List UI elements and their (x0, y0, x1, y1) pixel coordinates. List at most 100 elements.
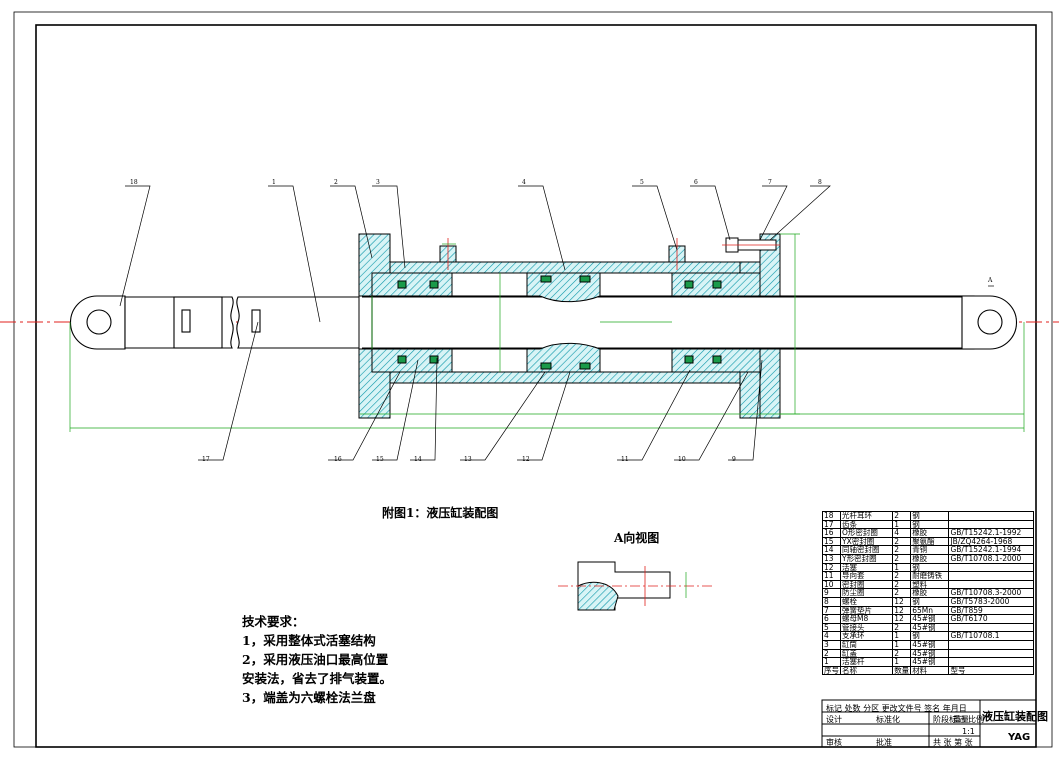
parts-cell-qty: 2 (892, 588, 912, 598)
parts-cell-no: 2 (822, 648, 841, 659)
parts-cell-no: 1 (822, 657, 841, 667)
dimension-lines (69, 233, 1025, 432)
parts-cell-no: 15 (822, 536, 841, 547)
left-rod-eye (69, 295, 126, 350)
view-caption: A向视图 (614, 531, 660, 545)
title-weight: 重量 (953, 715, 969, 724)
parts-cell-standard (948, 519, 1034, 530)
a-view (558, 561, 712, 611)
parts-cell-no: 3 (822, 639, 841, 650)
technical-requirements: 技术要求： 1，采用整体式活塞结构 2，采用液压油口最高位置 安装法，省去了排气… (242, 612, 392, 707)
piston (526, 272, 601, 373)
parts-cell-material: 钢 (910, 519, 950, 530)
parts-cell-name: 支承环 (839, 631, 894, 641)
parts-cell-name: 导向套 (839, 571, 894, 581)
parts-cell-no: 16 (822, 528, 841, 538)
parts-cell-standard (948, 639, 1034, 650)
leader-number: 2 (334, 179, 338, 186)
parts-cell-material: 塑料 (910, 579, 950, 590)
parts-cell-name: 名称 (839, 665, 894, 676)
leader-number: 14 (414, 456, 422, 463)
right-end-cap (739, 233, 781, 419)
title-sheets: 共 张 第 张 (933, 738, 973, 747)
parts-cell-material: 65Mn (910, 605, 950, 616)
parts-cell-qty: 1 (892, 631, 912, 641)
parts-cell-qty: 2 (892, 622, 912, 633)
leader-number: 16 (334, 456, 342, 463)
parts-cell-qty: 2 (892, 571, 912, 581)
parts-cell-standard (948, 511, 1034, 521)
piston-rod (371, 295, 975, 350)
leader-number: 5 (640, 179, 644, 186)
drawing-code: YAG (1008, 732, 1031, 743)
parts-cell-name: 螺栓 (839, 596, 894, 607)
parts-cell-standard (948, 657, 1034, 667)
parts-cell-name: 活塞杆 (839, 657, 894, 667)
parts-cell-material: 橡胶 (910, 528, 950, 538)
revision-row: 标记 处数 分区 更改文件号 签名 年月日 (826, 704, 967, 713)
right-guide-sleeve (671, 272, 761, 373)
parts-cell-standard: GB/T10708.1 (948, 631, 1034, 641)
flange-bolt (722, 237, 780, 253)
parts-cell-name: 同轴密封圈 (839, 545, 894, 555)
parts-cell-qty: 数量 (892, 665, 912, 676)
leader-number: 4 (522, 179, 526, 186)
parts-cell-name: 管接头 (839, 622, 894, 633)
parts-cell-standard: 型号 (948, 665, 1034, 676)
parts-cell-name: O形密封圈 (839, 528, 894, 538)
parts-cell-no: 17 (822, 519, 841, 530)
parts-cell-material: 45#钢 (910, 614, 950, 624)
figure-caption: 附图1：液压缸装配图 (382, 506, 499, 520)
parts-cell-standard: GB/T15242.1-1994 (948, 545, 1034, 555)
parts-cell-name: 缸盖 (839, 648, 894, 659)
leader-number: 8 (818, 179, 822, 186)
title-standardize: 标准化 (876, 715, 900, 724)
title-scale: 1:1 (962, 727, 975, 736)
parts-cell-standard: GB/T5783-2000 (948, 596, 1034, 607)
parts-cell-qty: 1 (892, 639, 912, 650)
parts-cell-no: 4 (822, 631, 841, 641)
rack-rod-17 (124, 296, 363, 349)
parts-cell-standard: GB/T10708.3-2000 (948, 588, 1034, 598)
parts-cell-qty: 2 (892, 536, 912, 547)
parts-cell-standard (948, 571, 1034, 581)
parts-cell-material: 钢 (910, 631, 950, 641)
parts-cell-name: 缸筒 (839, 639, 894, 650)
parts-cell-no: 14 (822, 545, 841, 555)
title-design: 设计 (826, 715, 842, 724)
parts-cell-standard (948, 579, 1034, 590)
parts-cell-standard: GB/T10708.1-2000 (948, 553, 1034, 564)
parts-cell-name: 光杆耳环 (839, 511, 894, 521)
inner-border (35, 24, 1037, 748)
parts-cell-no: 11 (822, 571, 841, 581)
parts-cell-qty: 12 (892, 614, 912, 624)
leader-lines (119, 185, 994, 461)
title-ratio: 比例 (968, 715, 984, 724)
parts-cell-name: 齿条 (839, 519, 894, 530)
parts-cell-no: 9 (822, 588, 841, 598)
parts-cell-name: Y形密封圈 (839, 553, 894, 564)
title-approve: 批准 (876, 738, 892, 747)
requirement-line: 3，端盖为六螺栓法兰盘 (242, 690, 376, 705)
parts-cell-name: 活塞 (839, 562, 894, 573)
parts-cell-name: 弹簧垫片 (839, 605, 894, 616)
parts-cell-no: 序号 (822, 665, 841, 676)
parts-cell-qty: 2 (892, 545, 912, 555)
parts-cell-material: 青铜 (910, 545, 950, 555)
parts-cell-material: 橡胶 (910, 588, 950, 598)
view-marker: A (988, 277, 993, 284)
